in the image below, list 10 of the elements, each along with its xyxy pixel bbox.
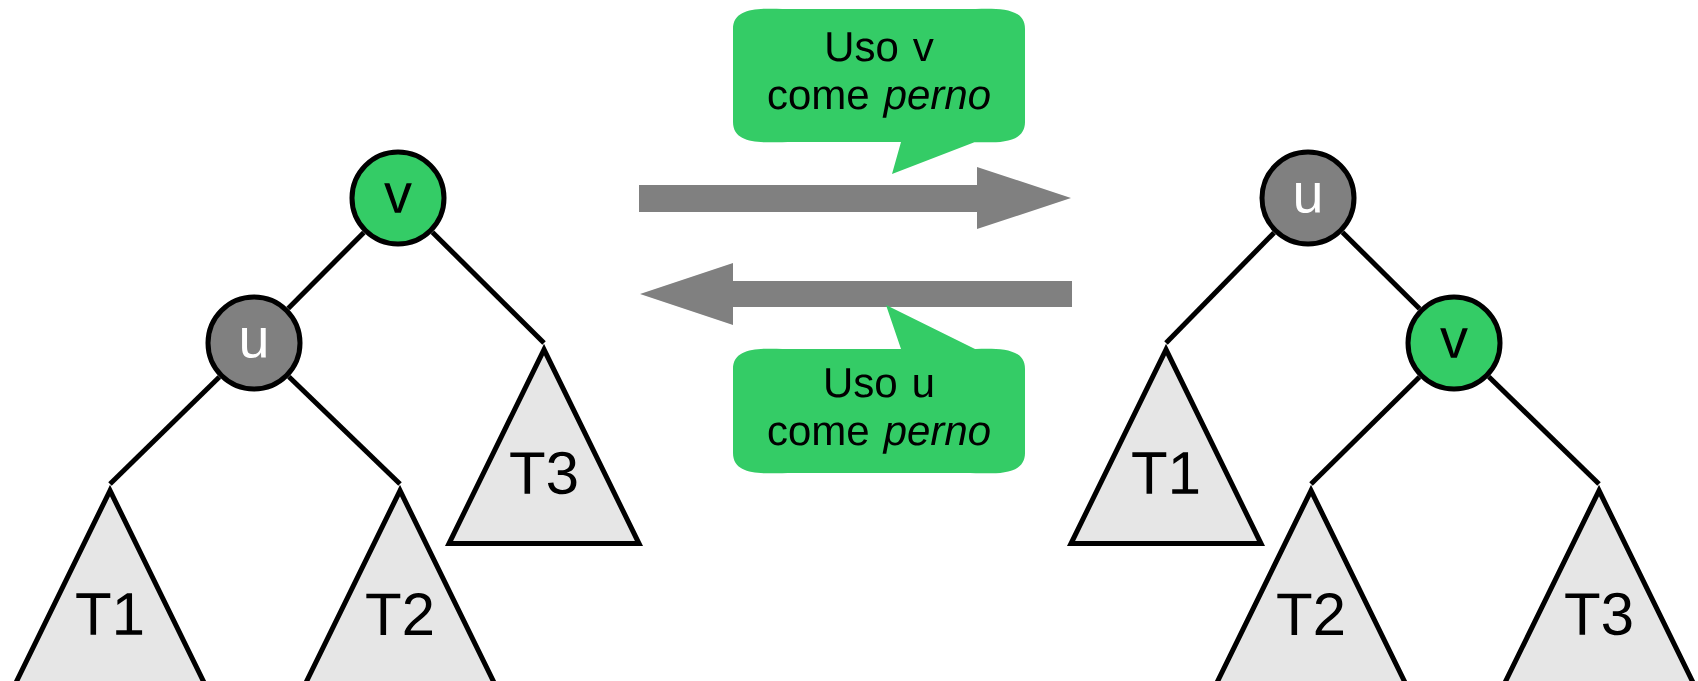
tree-edge: [1340, 230, 1422, 311]
speech-bubble: Uso v come perno: [733, 8, 1025, 174]
tree-edge: [287, 374, 402, 486]
tree-edge: [1309, 375, 1422, 486]
speech-bubble: Uso u come perno: [733, 305, 1025, 474]
tree-edge: [286, 230, 366, 311]
tree-edge: [1487, 375, 1601, 486]
tree-edge: [108, 375, 222, 486]
tree-edge: [430, 230, 546, 345]
tree-edge: [1164, 230, 1276, 345]
